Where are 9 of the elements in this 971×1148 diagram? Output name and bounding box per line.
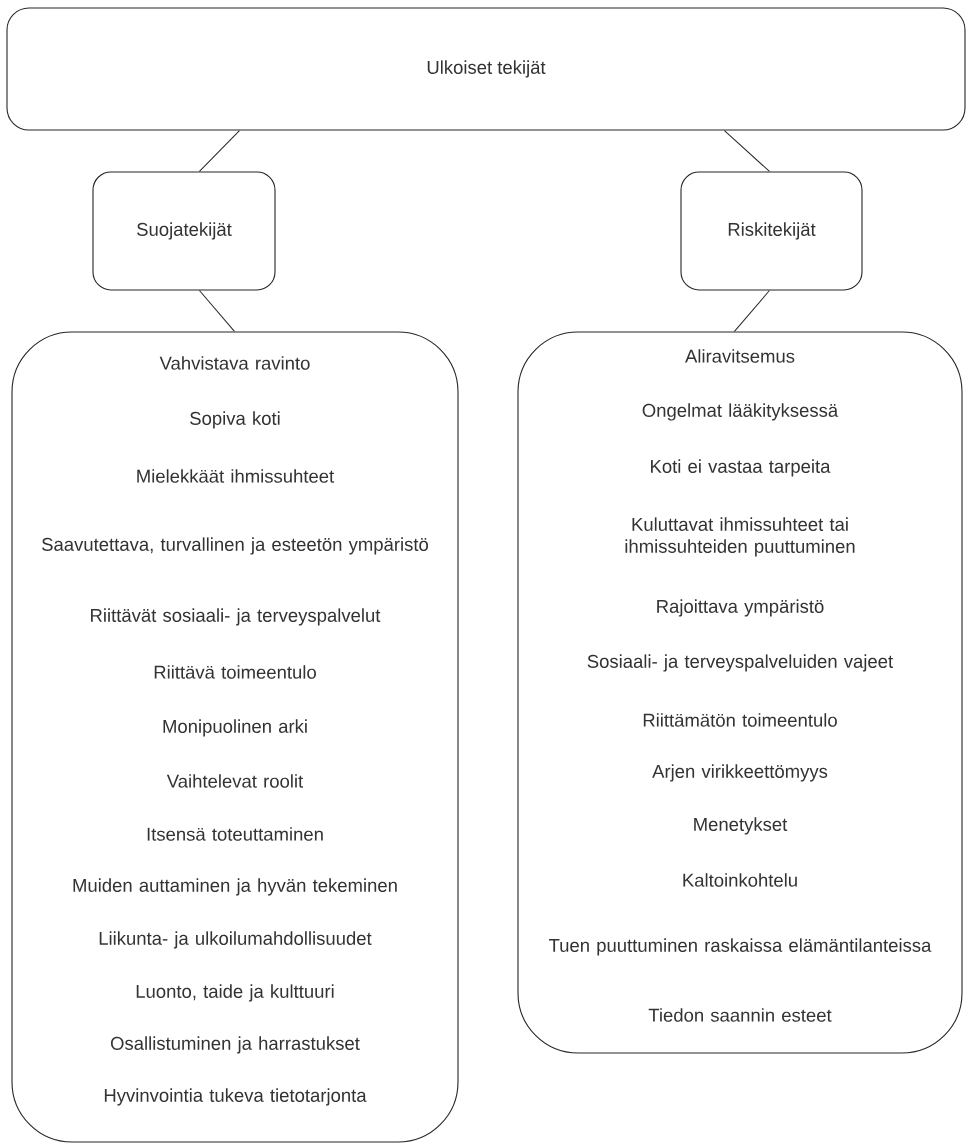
- category-box: Riskitekijät: [680, 171, 863, 291]
- connector-line: [733, 290, 770, 332]
- category-box: Suojatekijät: [92, 171, 276, 291]
- connector-line: [198, 130, 240, 172]
- connector-line: [198, 290, 235, 332]
- connector-line: [723, 130, 770, 172]
- list-box: Vahvistava ravinto Sopiva koti Mielekkäät ihmissuhteet Saavutettava, turvallinen ja esteetön ympäristö Riittävät sosiaali- ja terveyspalvelut Riittävä toimeentulo Monipuolinen arki Vaihtelevat roolit Itsensä toteuttaminen Muiden auttaminen ja hyvän tekeminen Liikunta- ja ulkoilumahdollisuudet Luonto, taide ja kulttuuri Osallistuminen ja harrastukset Hyvinvointia tukeva tietotarjonta: [11, 331, 459, 1143]
- list-box: Aliravitsemus Ongelmat lääkityksessä Koti ei vastaa tarpeita Kuluttavat ihmissuhteet tai ihmissuhteiden puuttuminen Rajoittava ympäristö Sosiaali- ja terveyspalveluiden vajeet Riittämätön toimeentulo Arjen virikkeettömyys Menetykset Kaltoinkohtelu Tuen puuttuminen raskaissa elämäntilanteissa Tiedon saannin esteet: [517, 331, 963, 1054]
- header-box: Ulkoiset tekijät: [6, 7, 966, 131]
